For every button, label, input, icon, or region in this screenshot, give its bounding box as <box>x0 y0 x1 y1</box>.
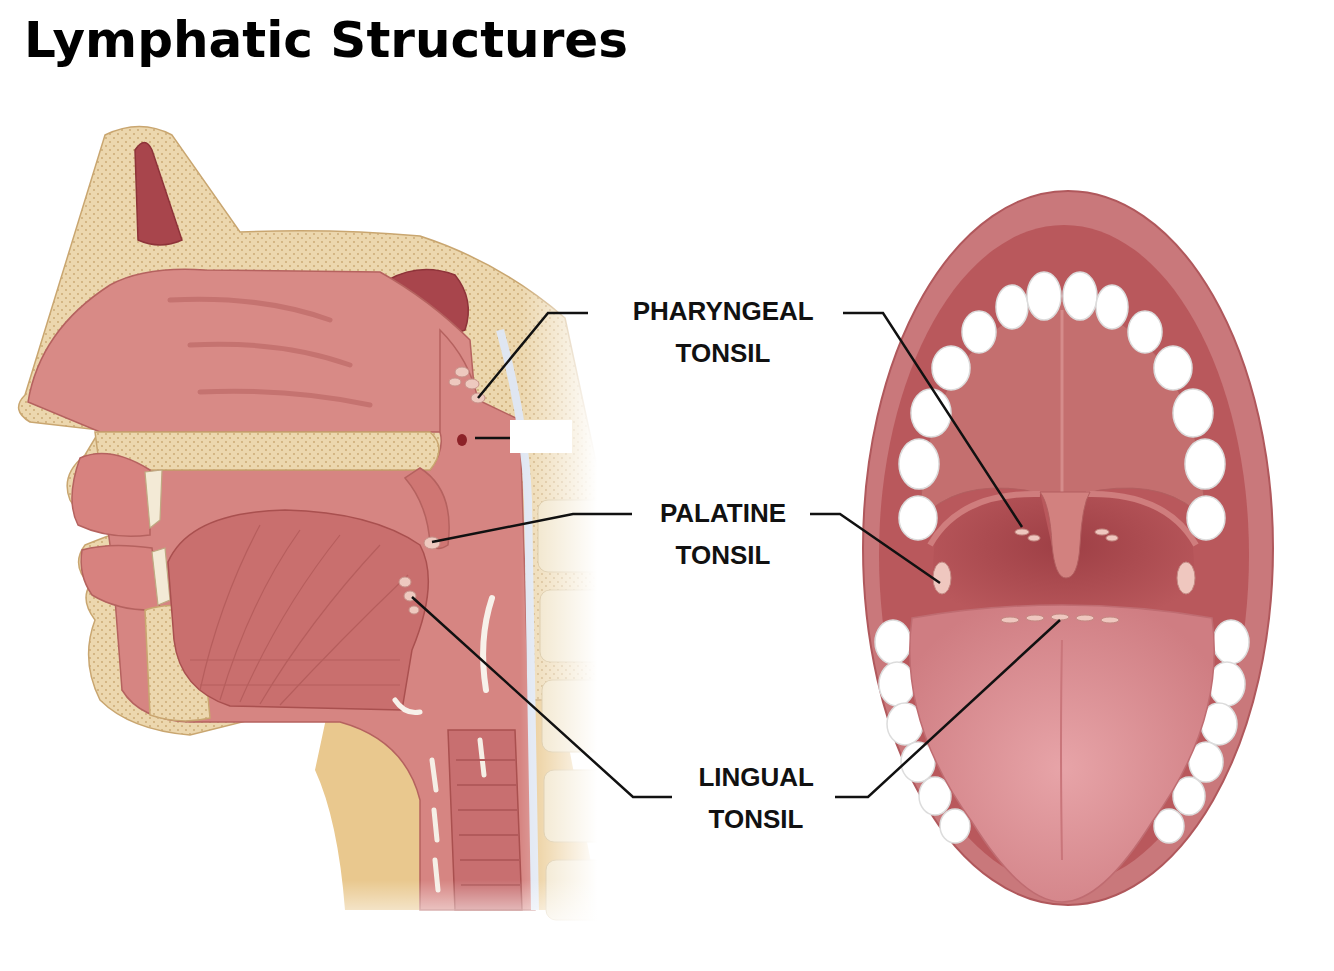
front-tooth <box>152 548 170 605</box>
tooth <box>899 439 939 489</box>
hyoid-cartilage <box>395 700 420 713</box>
ridge <box>460 859 520 861</box>
leader-line <box>835 620 1060 797</box>
blank-label-patch <box>510 420 572 453</box>
muscle-line <box>220 530 300 700</box>
tooth <box>1213 620 1249 664</box>
tongue-midline <box>1061 640 1062 860</box>
tonsil-bump <box>1101 617 1119 623</box>
tonsil-bump <box>399 577 411 587</box>
muscle-line <box>200 525 260 690</box>
cartilage-ring <box>434 810 437 840</box>
nasal-turbinate <box>190 344 350 365</box>
leader-line <box>475 437 510 440</box>
bottom-fade <box>0 880 640 940</box>
tonsil-bump <box>455 367 469 377</box>
soft-palate <box>405 468 449 549</box>
tonsil-bump <box>1028 535 1040 541</box>
tonsil-bump <box>1051 614 1069 620</box>
frontal-sinus <box>135 143 182 246</box>
tooth <box>1154 346 1192 390</box>
ridge <box>458 809 518 811</box>
eustachian-opening <box>457 434 467 446</box>
cartilage-ring <box>480 740 484 775</box>
palatal-arch <box>1086 494 1196 545</box>
tooth <box>1096 285 1128 329</box>
tonsil-bump <box>449 378 461 386</box>
pharyngeal-tonsil-front <box>1015 529 1118 541</box>
palatal-arch <box>930 494 1040 545</box>
tonsil-bump <box>1095 529 1109 535</box>
part-label: PALATINE TONSIL <box>660 492 786 576</box>
tracheal-rings <box>432 740 484 890</box>
tonsil-bump <box>1076 615 1094 621</box>
ridge <box>456 759 516 761</box>
lower-lip <box>81 545 160 610</box>
leader-line <box>810 514 940 583</box>
tonsil-bump <box>409 606 419 614</box>
nasal-turbinate <box>200 391 370 405</box>
palatine-tonsil-left <box>933 562 951 594</box>
tooth <box>1027 272 1061 320</box>
tooth <box>1128 311 1162 353</box>
tooth <box>1185 439 1225 489</box>
tooth <box>1173 389 1213 437</box>
ridge <box>459 834 519 836</box>
hard-palate-front <box>920 300 1205 520</box>
tooth <box>932 346 970 390</box>
muscle-line <box>200 684 400 685</box>
tooth <box>911 389 951 437</box>
muscle-line <box>260 545 380 704</box>
muscle-line <box>190 659 400 660</box>
palatine-tonsil-right <box>1177 562 1195 594</box>
hard-palate <box>95 432 439 470</box>
uvula <box>1040 492 1090 578</box>
upper-teeth <box>899 272 1225 540</box>
tonsil-bump <box>465 379 479 389</box>
tongue-muscle-lines <box>190 525 408 705</box>
tooth <box>879 662 915 706</box>
tongue-front <box>910 605 1214 902</box>
ridge <box>457 784 517 786</box>
diagram-title: Lymphatic Structures <box>24 6 628 74</box>
tooth <box>899 496 937 540</box>
muscle-line <box>240 535 340 702</box>
tonsil-bump <box>1026 615 1044 621</box>
leader-lines <box>412 313 1060 797</box>
tooth <box>1187 496 1225 540</box>
tooth <box>962 311 996 353</box>
pharynx-tissue <box>100 330 535 910</box>
tooth <box>1209 662 1245 706</box>
nasal-turbinate <box>170 299 330 320</box>
leader-line <box>412 597 672 797</box>
tooth <box>875 620 911 664</box>
part-label: PHARYNGEAL TONSIL <box>633 290 814 374</box>
cartilage-ring <box>432 760 436 790</box>
leader-line <box>843 313 1022 527</box>
tongue <box>168 510 428 710</box>
lingual-tonsil-side <box>399 577 419 614</box>
nasal-cavity <box>28 269 478 432</box>
leader-line <box>478 313 588 398</box>
tonsil-bump <box>1015 529 1029 535</box>
front-tooth <box>145 470 162 528</box>
tooth <box>1063 272 1097 320</box>
lips <box>863 191 1273 905</box>
leader-line <box>432 514 632 542</box>
epiglottis <box>483 598 492 690</box>
palate-raphe <box>1061 310 1064 495</box>
tonsil-bump <box>1106 535 1118 541</box>
upper-lip <box>72 454 150 537</box>
part-label: LINGUAL TONSIL <box>698 756 813 840</box>
tooth <box>996 285 1028 329</box>
trachea-ridges <box>456 760 521 885</box>
palatine-tonsil-side <box>424 537 440 549</box>
tonsil-bump <box>1001 617 1019 623</box>
